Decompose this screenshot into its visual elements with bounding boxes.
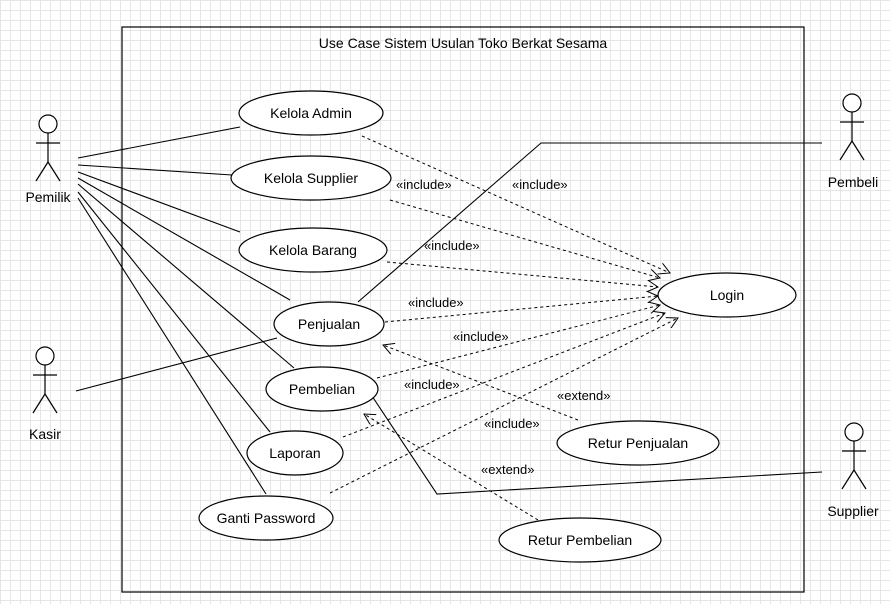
usecase-penjualan (273, 301, 385, 347)
include-kelola-admin-login (361, 135, 670, 273)
usecase-retur-pembelian (498, 517, 662, 563)
include-ganti-password-login (329, 318, 678, 494)
usecase-retur-penjualan (556, 420, 720, 466)
extend-arrows (364, 345, 579, 521)
label-include-6: «include» (404, 377, 460, 392)
usecase-login (657, 272, 797, 318)
usecase-kelola-barang (238, 227, 388, 273)
label-include-4: «include» (408, 295, 464, 310)
use-cases (198, 90, 797, 563)
actor-label-kasir: Kasir (29, 426, 61, 442)
label-include-2: «include» (396, 177, 452, 192)
actor-supplier (841, 422, 867, 490)
include-pembelian-login (376, 305, 660, 379)
usecase-kelola-supplier (230, 155, 392, 201)
system-title: Use Case Sistem Usulan Toko Berkat Sesam… (319, 35, 608, 51)
system-boundary (121, 26, 805, 593)
assoc-pemilik-ganti-password (77, 197, 267, 495)
include-kelola-supplier-login (389, 199, 660, 278)
assoc-pemilik-kelola-barang (77, 171, 241, 233)
assoc-pemilik-pembelian (77, 183, 295, 369)
usecase-label-ganti-password: Ganti Password (217, 510, 316, 526)
usecase-pembelian (265, 366, 379, 412)
actor-label-pembeli: Pembeli (828, 174, 879, 190)
other-associations (75, 142, 823, 495)
usecase-ganti-password (198, 495, 334, 541)
usecase-label-laporan: Laporan (269, 445, 320, 461)
actor-label-pemilik: Pemilik (25, 189, 71, 205)
include-arrows (329, 135, 678, 494)
label-extend-2: «extend» (481, 462, 535, 477)
label-include-3: «include» (424, 238, 480, 253)
assoc-pemilik-kelola-supplier (77, 164, 233, 176)
assoc-pemilik-penjualan (77, 177, 291, 301)
extend-retur-pembelian-pembelian (364, 414, 539, 521)
include-penjualan-login (384, 296, 658, 323)
extend-retur-penjualan-penjualan (383, 345, 579, 421)
usecase-label-kelola-admin: Kelola Admin (270, 105, 352, 121)
usecase-label-pembelian: Pembelian (289, 381, 355, 397)
assoc-kasir-penjualan (75, 337, 278, 392)
usecase-label-login: Login (710, 287, 744, 303)
pemilik-associations (77, 126, 295, 495)
assoc-pemilik-kelola-admin (77, 126, 241, 159)
label-include-1: «include» (512, 177, 568, 192)
actor-label-supplier: Supplier (827, 503, 879, 519)
actor-pemilik (35, 114, 61, 182)
actor-pembeli (839, 93, 865, 161)
usecase-laporan (246, 430, 344, 476)
assoc-pemilik-laporan (77, 191, 271, 433)
usecase-label-retur-penjualan: Retur Penjualan (588, 435, 688, 451)
usecase-label-kelola-supplier: Kelola Supplier (264, 170, 359, 186)
actor-kasir (32, 346, 58, 414)
label-include-7: «include» (484, 416, 540, 431)
assoc-supplier-pembelian (371, 395, 823, 495)
usecase-label-penjualan: Penjualan (298, 316, 360, 332)
assoc-pembeli-penjualan (357, 142, 822, 303)
usecase-kelola-admin (238, 90, 384, 136)
usecase-label-kelola-barang: Kelola Barang (269, 242, 357, 258)
label-extend-1: «extend» (557, 388, 611, 403)
usecase-label-retur-pembelian: Retur Pembelian (528, 532, 632, 548)
label-include-5: «include» (453, 329, 509, 344)
